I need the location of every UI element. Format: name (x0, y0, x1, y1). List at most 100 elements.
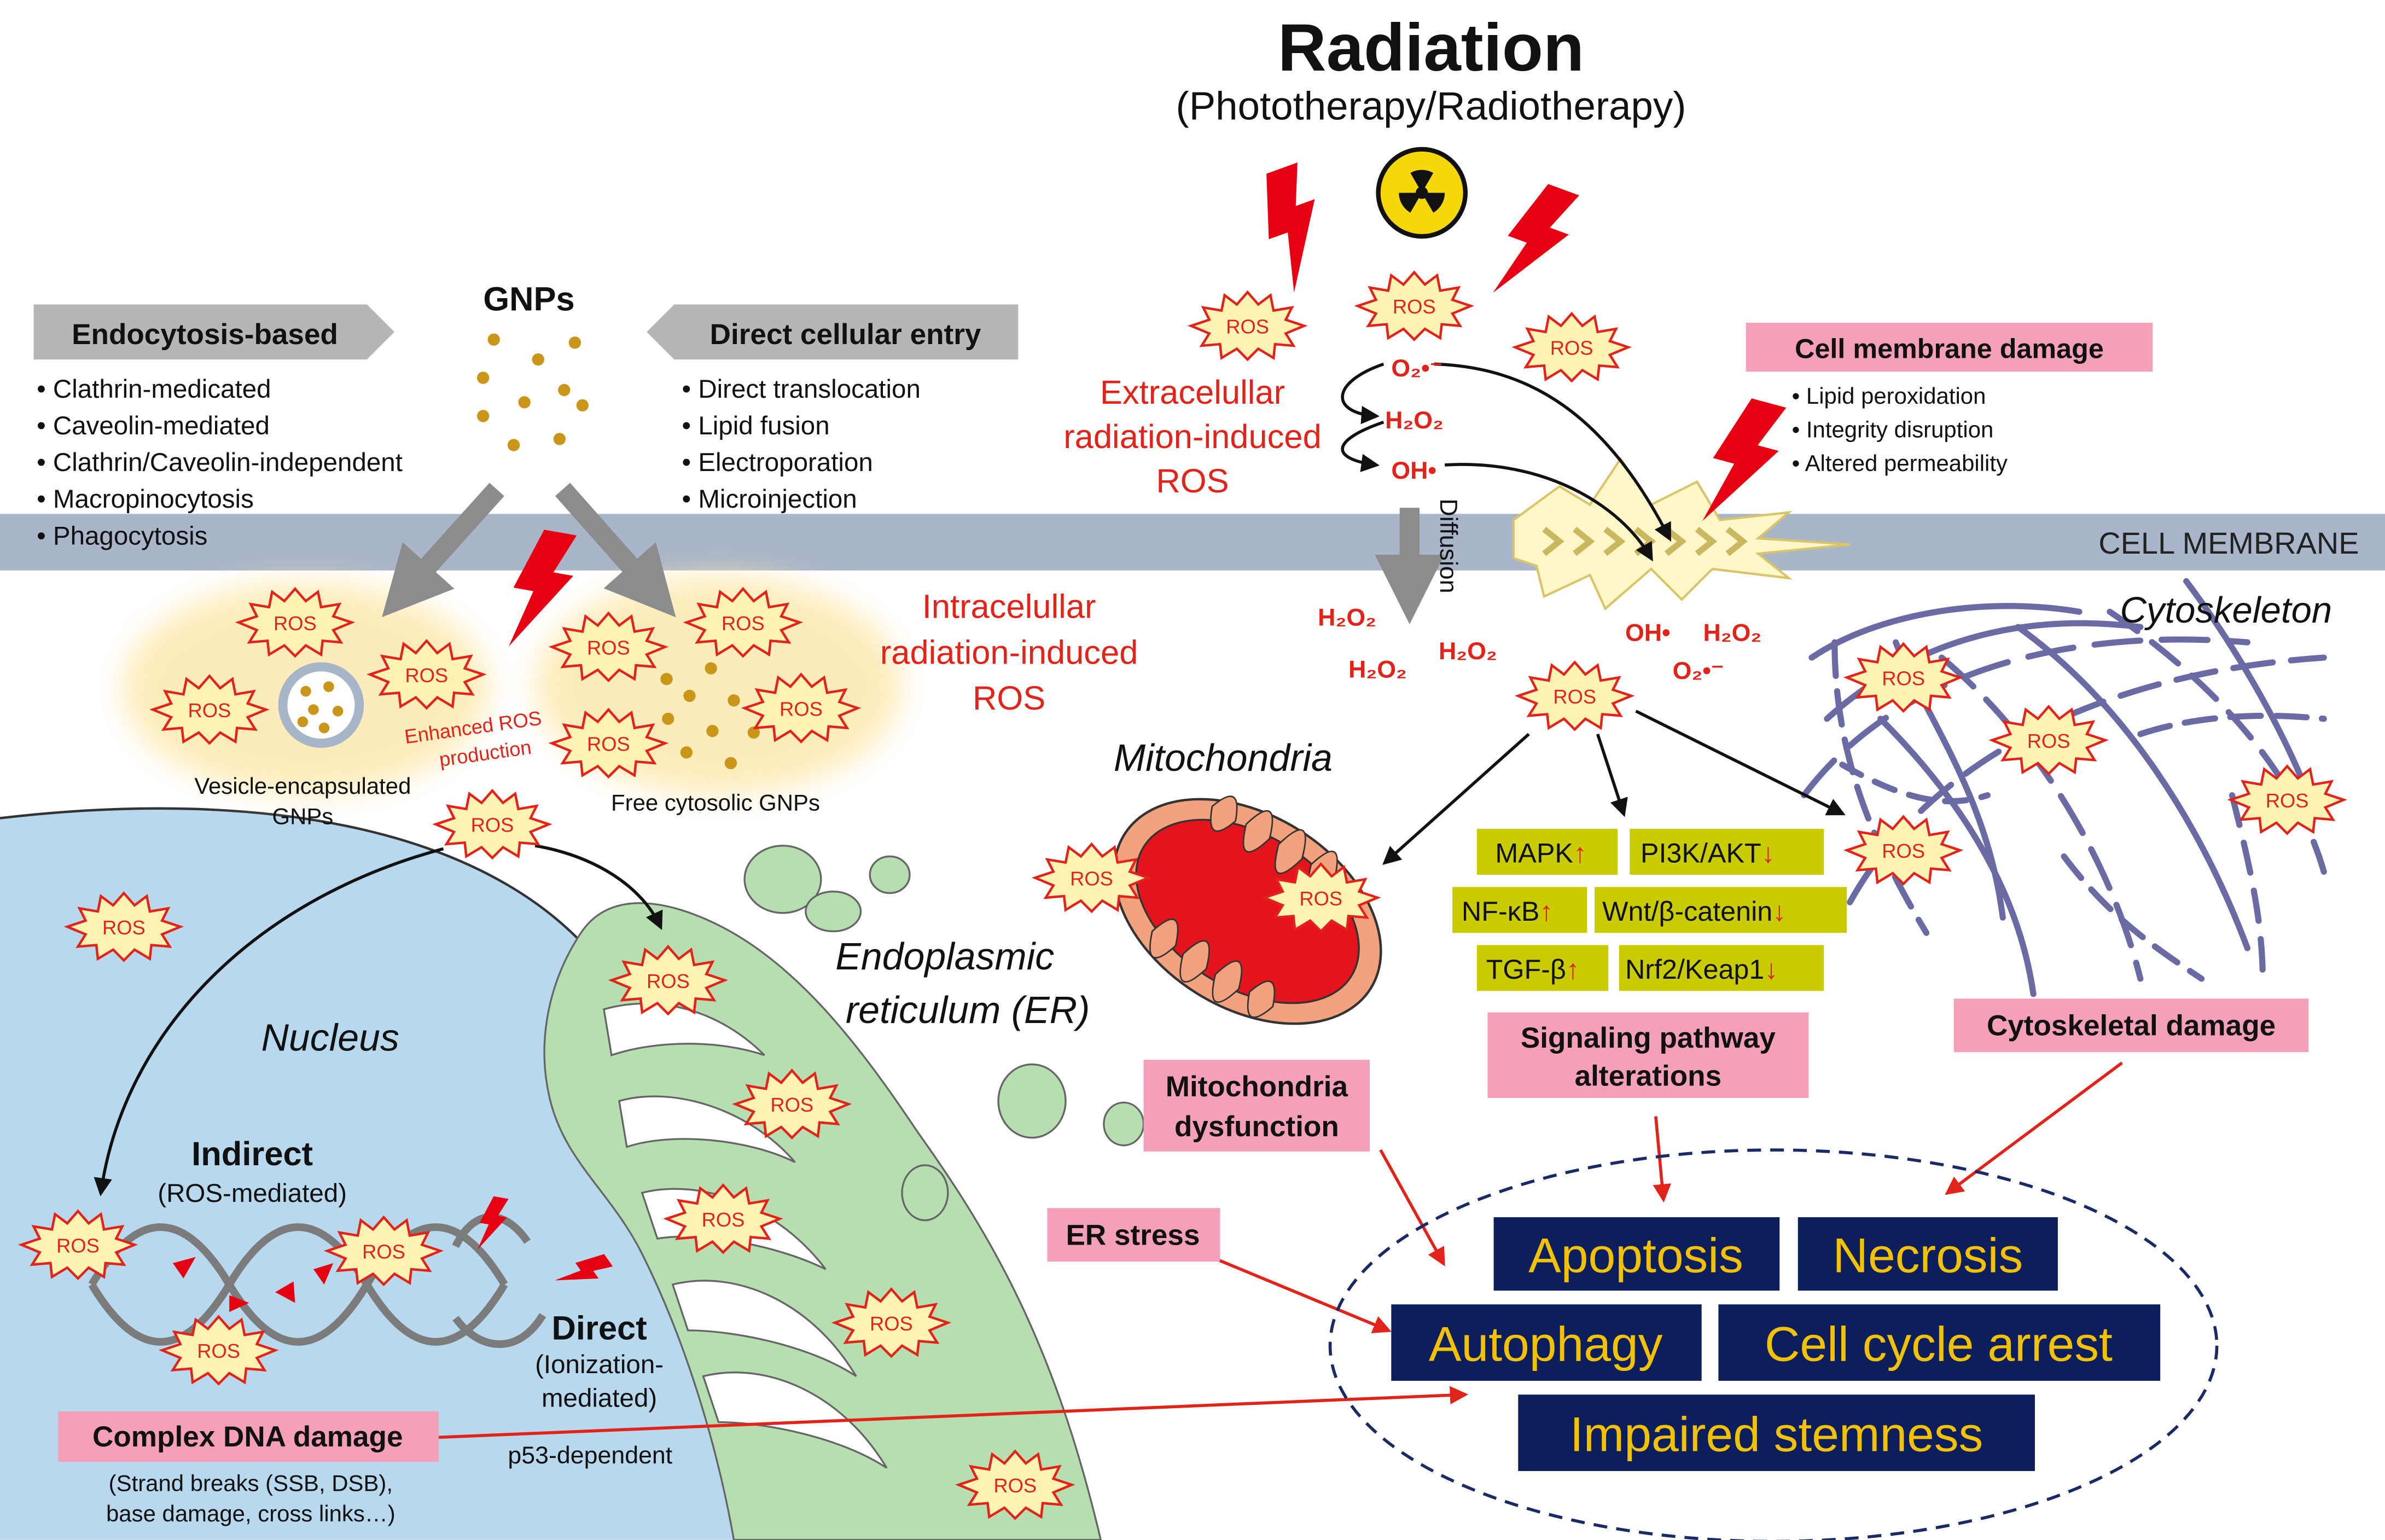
intracellular-ros-label: radiation-induced (880, 634, 1138, 671)
ros-badge: ROS (1992, 707, 2105, 774)
superoxide-label: O₂•⁻ (1673, 658, 1724, 684)
membrane-damage-title: Cell membrane damage (1795, 333, 2104, 364)
intracellular-ros-label: ROS (973, 679, 1045, 717)
ros-badge: ROS (735, 1071, 848, 1138)
ros-badge-label: ROS (647, 970, 690, 992)
ros-badge-label: ROS (405, 664, 448, 687)
up-arrow-icon: ↑ (1566, 954, 1580, 985)
cell-membrane-label: CELL MEMBRANE (2098, 526, 2359, 560)
pathway-name: MAPK (1495, 838, 1573, 869)
ros-badge: ROS (1847, 817, 1960, 884)
h2o2-label: H₂O₂ (1318, 604, 1376, 631)
ros-badge-label: ROS (587, 733, 630, 756)
down-arrow-icon: ↓ (1761, 838, 1775, 869)
ros-badge-label: ROS (722, 612, 765, 635)
dna-helix (88, 1213, 546, 1348)
up-arrow-icon: ↑ (1539, 896, 1553, 927)
free-gnps-label: Free cytosolic GNPs (611, 790, 820, 816)
extracellular-ros-label: Extracelullar (1100, 374, 1285, 411)
svg-text:Wnt/β-catenin↓: Wnt/β-catenin↓ (1602, 896, 1786, 927)
ros-badge: ROS (162, 1317, 275, 1384)
ros-badge-label: ROS (274, 612, 317, 635)
radiation-hazard-icon (1376, 147, 1468, 239)
superoxide-label: O₂•⁻ (1391, 355, 1442, 382)
ros-badge-label: ROS (188, 699, 231, 722)
h2o2-label: H₂O₂ (1348, 656, 1407, 683)
ros-badge: ROS (436, 791, 549, 858)
outcome-apoptosis: Apoptosis (1528, 1228, 1743, 1283)
vesicle-label: Vesicle-encapsulated (194, 773, 411, 799)
ros-badge-label: ROS (1550, 337, 1593, 359)
ros-badge: ROS (1518, 662, 1631, 729)
er-shape (543, 845, 1145, 1540)
pathway-name: PI3K/AKT (1641, 838, 1761, 869)
signaling-label: alterations (1575, 1060, 1722, 1092)
extracellular-ros-label: ROS (1156, 462, 1229, 500)
er-label: reticulum (ER) (846, 989, 1090, 1031)
cell-membrane-band (0, 514, 2385, 571)
ros-badge: ROS (1035, 844, 1148, 911)
nucleus-label: Nucleus (261, 1016, 399, 1059)
mito-dysfunction-label: dysfunction (1174, 1111, 1339, 1143)
ros-badge: ROS (835, 1289, 948, 1356)
ros-badge: ROS (552, 710, 665, 777)
er-label: Endoplasmic (835, 935, 1054, 978)
ros-badge-label: ROS (56, 1234, 100, 1257)
ros-badge-label: ROS (197, 1340, 240, 1362)
ros-badge: ROS (744, 675, 858, 742)
ros-badge-label: ROS (993, 1474, 1037, 1497)
dna-damage-label: Complex DNA damage (92, 1421, 403, 1453)
ros-badge: ROS (687, 589, 800, 656)
membrane-damage-item: • Lipid peroxidation (1792, 383, 1986, 409)
pathway-name: Nrf2/Keap1 (1625, 954, 1764, 985)
outcome-boxes (1391, 1217, 2161, 1471)
outcome-necrosis: Necrosis (1833, 1228, 2023, 1283)
outcome-cell-cycle-arrest: Cell cycle arrest (1765, 1317, 2113, 1372)
svg-text:Nrf2/Keap1↓: Nrf2/Keap1↓ (1625, 954, 1778, 985)
ros-badge: ROS (667, 1185, 780, 1252)
ros-badge: ROS (21, 1211, 135, 1279)
ros-badge-label: ROS (1553, 685, 1596, 708)
membrane-damage-item: • Altered permeability (1792, 450, 2008, 476)
ros-badge: ROS (238, 589, 352, 656)
down-arrow-icon: ↓ (1764, 954, 1778, 985)
cytoskeletal-damage-label: Cytoskeletal damage (1987, 1009, 2276, 1042)
indirect-label: Indirect (191, 1135, 313, 1173)
pathway-boxes (1452, 829, 1847, 991)
ros-badge: ROS (327, 1217, 440, 1285)
direct-entry-title: Direct cellular entry (710, 318, 981, 351)
ros-flow-arrows (94, 362, 1846, 1196)
gnp-particles (477, 333, 589, 451)
gnp-entry-arrows (382, 483, 676, 618)
ros-badge-label: ROS (1393, 295, 1436, 318)
direct-entry-item: • Electroporation (682, 448, 873, 477)
ros-badge-label: ROS (362, 1240, 405, 1263)
h2o2-label: H₂O₂ (1703, 619, 1761, 646)
ros-badge-label: ROS (587, 636, 630, 659)
ros-badge: ROS (1191, 292, 1304, 359)
hydroxyl-label: OH• (1625, 619, 1671, 646)
direct-entry-item: • Lipid fusion (682, 411, 830, 440)
pathway-name: TGF-β (1486, 954, 1566, 985)
pathway-name: NF-κB (1462, 896, 1540, 927)
ros-badge-label: ROS (102, 916, 146, 939)
mito-dysfunction-label: Mitochondria (1166, 1071, 1348, 1103)
signaling-label: Signaling pathway (1521, 1022, 1776, 1054)
ros-badges: ROS ROS ROS ROS ROS ROS ROS ROS ROS ROS ROS ROS ROS R… (21, 272, 2343, 1519)
ros-badge: ROS (370, 641, 483, 708)
ros-badge-label: ROS (1070, 868, 1113, 890)
ros-badge-label: ROS (1882, 667, 1925, 689)
endocytosis-item: • Caveolin-mediated (37, 411, 270, 440)
hydroxyl-label: OH• (1391, 457, 1436, 484)
cytoskeleton-label: Cytoskeleton (2120, 590, 2332, 631)
diffusion-label: Diffusion (1435, 498, 1462, 593)
endocytosis-item: • Macropinocytosis (37, 485, 254, 514)
ros-badge-label: ROS (770, 1094, 813, 1116)
svg-text:MAPK↑: MAPK↑ (1495, 838, 1587, 869)
ros-badge-label: ROS (870, 1312, 913, 1335)
h2o2-label: H₂O₂ (1439, 638, 1497, 665)
subtitle: (Phototherapy/Radiotherapy) (1176, 84, 1686, 128)
er-stress-label: ER stress (1066, 1219, 1200, 1251)
endocytosis-item: • Clathrin-medicated (37, 375, 271, 404)
